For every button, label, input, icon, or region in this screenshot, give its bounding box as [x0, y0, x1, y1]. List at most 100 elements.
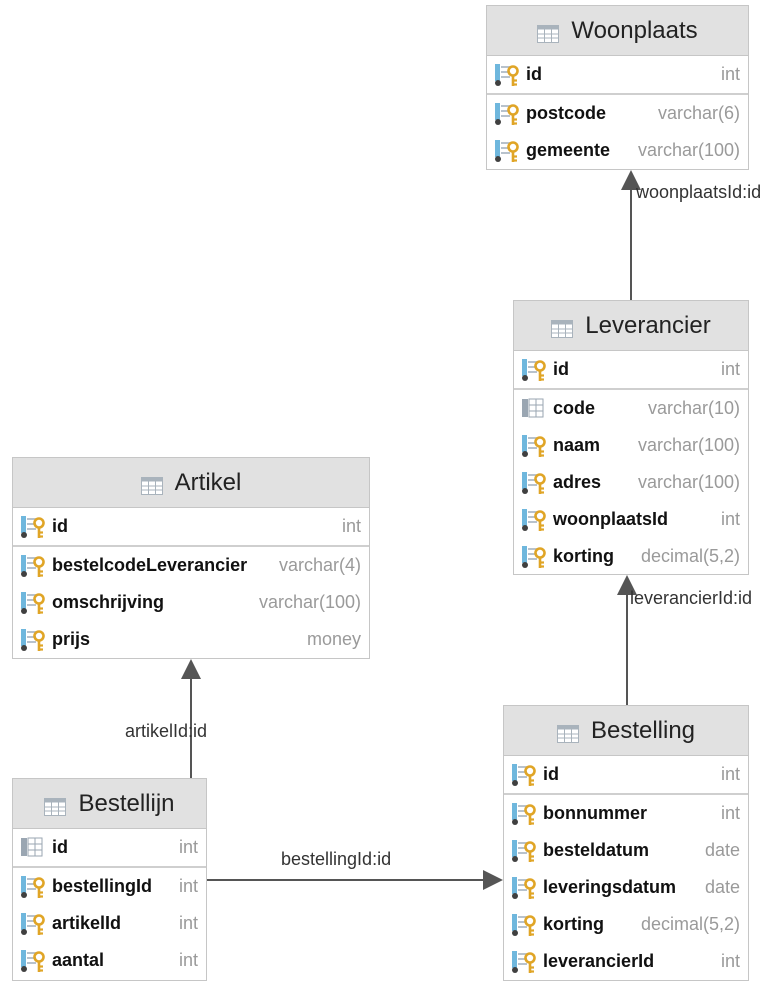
- field-type: date: [704, 877, 740, 897]
- foreign-key-icon: [494, 139, 520, 163]
- field-name: adres: [553, 472, 602, 492]
- entity-artikel[interactable]: Artikel id int bestelcodeLeverancier varchar…: [12, 457, 370, 659]
- field-row-aantal[interactable]: aantal int: [13, 942, 206, 979]
- field-type: varchar(6): [657, 103, 740, 123]
- field-name: woonplaatsId: [553, 509, 669, 529]
- field-name: bestelcodeLeverancier: [52, 555, 248, 575]
- field-row-bestellingId[interactable]: bestellingId int: [13, 868, 206, 905]
- foreign-key-icon: [521, 434, 547, 458]
- field-row-adres[interactable]: adres varchar(100): [514, 464, 748, 501]
- primary-key-group: id int: [514, 351, 748, 390]
- field-type: int: [720, 951, 740, 971]
- relation-label-artikel: artikelId:id: [125, 721, 208, 741]
- entity-header[interactable]: Artikel: [13, 458, 369, 508]
- foreign-key-icon: [511, 913, 537, 937]
- entity-header[interactable]: Leverancier: [514, 301, 748, 351]
- field-type: int: [720, 359, 740, 379]
- field-type: int: [178, 876, 198, 896]
- field-name: omschrijving: [52, 592, 165, 612]
- field-row-id[interactable]: id int: [13, 508, 369, 545]
- foreign-key-icon: [494, 102, 520, 126]
- foreign-key-icon: [511, 950, 537, 974]
- field-name: korting: [543, 914, 604, 934]
- field-name: id: [543, 764, 559, 784]
- foreign-key-icon: [20, 515, 46, 539]
- field-row-bestelcodeLeverancier[interactable]: bestelcodeLeverancier varchar(4): [13, 547, 369, 584]
- field-type: int: [341, 516, 361, 536]
- foreign-key-icon: [20, 875, 46, 899]
- field-row-besteldatum[interactable]: besteldatum date: [504, 832, 748, 869]
- arrow-head-bestelling: [483, 870, 503, 890]
- field-name: leverancierId: [543, 951, 655, 971]
- field-type: varchar(100): [637, 472, 740, 492]
- column-icon: [521, 397, 547, 421]
- field-type: int: [178, 950, 198, 970]
- field-name: id: [553, 359, 569, 379]
- field-name: artikelId: [52, 913, 122, 933]
- field-row-id[interactable]: id int: [13, 829, 206, 866]
- field-type: varchar(100): [637, 435, 740, 455]
- field-name: besteldatum: [543, 840, 650, 860]
- field-name: leveringsdatum: [543, 877, 677, 897]
- field-type: int: [720, 509, 740, 529]
- field-type: varchar(100): [637, 140, 740, 160]
- foreign-key-icon: [20, 591, 46, 615]
- entity-title: Bestelling: [590, 716, 696, 744]
- field-name: aantal: [52, 950, 105, 970]
- foreign-key-icon: [20, 554, 46, 578]
- field-name: bestellingId: [52, 876, 153, 896]
- field-row-id[interactable]: id int: [514, 351, 748, 388]
- field-name: id: [52, 516, 68, 536]
- entity-title: Bestellijn: [78, 789, 175, 817]
- field-type: money: [306, 629, 361, 649]
- field-row-leveringsdatum[interactable]: leveringsdatum date: [504, 869, 748, 906]
- field-row-woonplaatsId[interactable]: woonplaatsId int: [514, 501, 748, 538]
- table-icon: [44, 795, 67, 816]
- field-type: date: [704, 840, 740, 860]
- field-type: varchar(4): [278, 555, 361, 575]
- field-name: id: [52, 837, 68, 857]
- foreign-key-icon: [20, 949, 46, 973]
- arrow-head-artikel: [181, 659, 201, 679]
- field-type: int: [178, 837, 198, 857]
- arrow-head-woonplaats: [621, 170, 641, 190]
- entity-header[interactable]: Bestelling: [504, 706, 748, 756]
- foreign-key-icon: [511, 802, 537, 826]
- primary-key-group: id int: [13, 829, 206, 868]
- foreign-key-icon: [511, 763, 537, 787]
- foreign-key-icon: [494, 63, 520, 87]
- field-row-prijs[interactable]: prijs money: [13, 621, 369, 658]
- entity-header[interactable]: Woonplaats: [487, 6, 748, 56]
- relation-label-bestelling: bestellingId:id: [281, 849, 392, 869]
- field-row-leverancierId[interactable]: leverancierId int: [504, 943, 748, 980]
- field-name: bonnummer: [543, 803, 648, 823]
- entity-header[interactable]: Bestellijn: [13, 779, 206, 829]
- arrow-head-leverancier: [617, 575, 637, 595]
- relation-label-woonplaats: woonplaatsId:id: [636, 182, 762, 202]
- field-type: decimal(5,2): [640, 546, 740, 566]
- foreign-key-icon: [511, 839, 537, 863]
- field-type: varchar(10): [647, 398, 740, 418]
- entity-title: Artikel: [174, 468, 242, 496]
- foreign-key-icon: [511, 876, 537, 900]
- field-name: prijs: [52, 629, 91, 649]
